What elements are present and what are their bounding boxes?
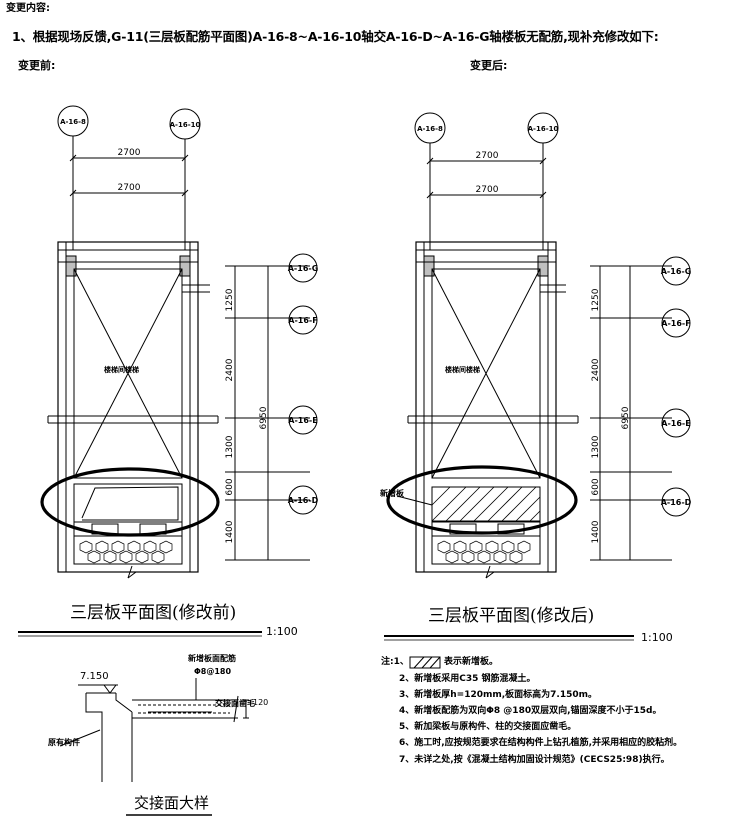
caption-before: 三层板平面图(修改前) (70, 603, 237, 623)
axis-label: A-16-G (288, 264, 319, 273)
axis-label: A-16-8 (417, 125, 443, 133)
notes-lead: 注:1、 (381, 657, 409, 667)
interface-label: 交接面凿毛 (215, 699, 255, 708)
axis-label: A-16-E (661, 419, 690, 428)
dim-top-2: 2700 (476, 185, 499, 195)
rebar-label: 新增板面配筋 (188, 654, 236, 663)
dim-right: 1300 (225, 435, 235, 458)
scale-before: 1:100 (266, 625, 298, 638)
before-label: 变更前: (18, 59, 56, 72)
detail-section (59, 656, 441, 816)
dim-right: 2400 (225, 358, 235, 381)
thickness-label: 120 (253, 698, 269, 707)
dim-top-1: 2700 (118, 148, 141, 158)
axis-label: A-16-F (288, 316, 317, 325)
scale-after: 1:100 (641, 631, 673, 644)
room-label: 楼梯间楼梯 (104, 365, 139, 374)
note-3: 3、新增板厚h=120mm,板面标高为7.150m。 (399, 690, 598, 700)
note-4: 4、新增板配筋为双向Φ8 @180双层双向,锚固深度不小于15d。 (399, 706, 662, 716)
axis-label: A-16-G (661, 267, 692, 276)
dim-top-1: 2700 (476, 151, 499, 161)
after-label: 变更后: (470, 59, 508, 72)
elevation-label: 7.150 (80, 671, 109, 682)
room-label: 楼梯间楼梯 (445, 365, 480, 374)
note-1: 表示新增板。 (444, 657, 499, 667)
axis-label: A-16-10 (528, 125, 559, 133)
dim-right: 1250 (225, 288, 235, 311)
change-description: 1、根据现场反馈,G-11(三层板配筋平面图)A-16-8~A-16-10轴交A… (12, 29, 659, 44)
dim-right: 1300 (591, 435, 601, 458)
existing-member-label: 原有构件 (48, 738, 80, 747)
dim-total: 6950 (259, 406, 269, 429)
axis-label: A-16-10 (170, 121, 201, 129)
dim-right: 1400 (225, 520, 235, 543)
change-heading: 变更内容: (6, 3, 50, 14)
left-plan (40, 105, 318, 579)
caption-after: 三层板平面图(修改后) (428, 606, 595, 626)
dim-top-2: 2700 (118, 183, 141, 193)
axis-label: A-16-D (288, 496, 319, 505)
dim-right: 600 (591, 478, 601, 495)
right-plan (386, 112, 691, 579)
axis-label: A-16-E (288, 416, 317, 425)
axis-label: A-16-F (661, 319, 690, 328)
dim-right: 1400 (591, 520, 601, 543)
note-6: 6、施工时,应按规范要求在结构构件上钻孔植筋,并采用相应的胶粘剂。 (399, 738, 683, 748)
detail-caption: 交接面大样 (134, 794, 210, 812)
axis-label: A-16-8 (60, 118, 86, 126)
dim-total: 6950 (621, 406, 631, 429)
note-2: 2、新增板采用C35 钢筋混凝土。 (399, 674, 536, 684)
dim-right: 600 (225, 478, 235, 495)
axis-label: A-16-D (661, 498, 692, 507)
note-5: 5、新加梁板与原构件、柱的交接面应凿毛。 (399, 722, 577, 732)
note-7: 7、未详之处,按《混凝土结构加固设计规范》(CECS25:98)执行。 (399, 755, 670, 765)
dim-right: 1250 (591, 288, 601, 311)
dim-right: 2400 (591, 358, 601, 381)
rebar-spec: Φ8@180 (194, 667, 232, 676)
new-slab-label: 新增板 (380, 489, 404, 498)
